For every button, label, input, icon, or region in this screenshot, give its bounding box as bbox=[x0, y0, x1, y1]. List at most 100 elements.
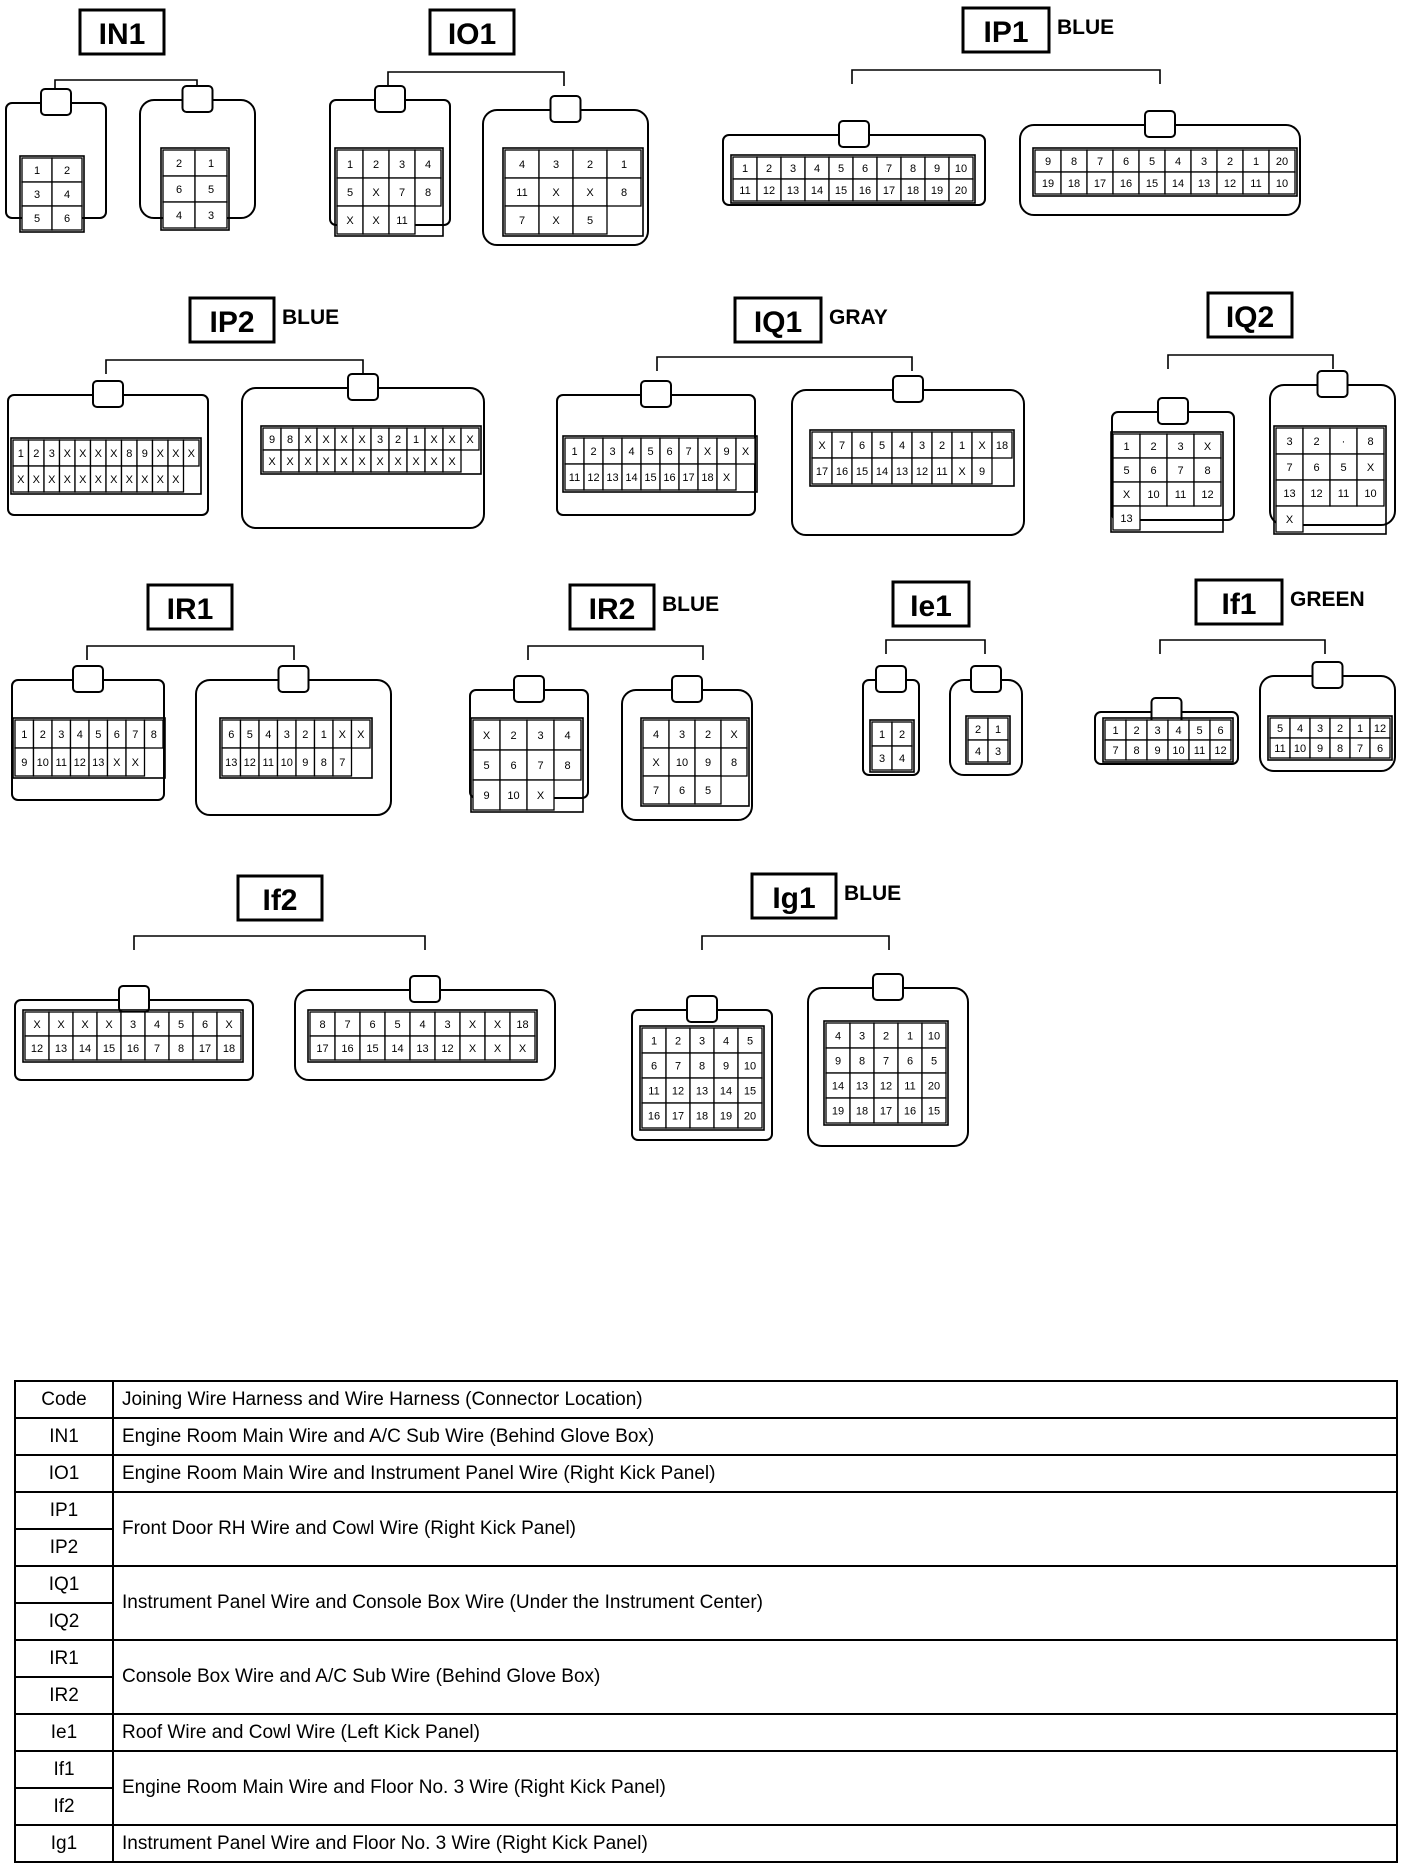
row-code: IP1 bbox=[14, 1491, 114, 1530]
terminal-number: 13 bbox=[606, 472, 618, 484]
terminal-number: 18 bbox=[223, 1043, 235, 1055]
terminal-cell bbox=[192, 1035, 218, 1061]
terminal-number: 7 bbox=[154, 1043, 160, 1055]
terminal-number: X bbox=[494, 1019, 502, 1031]
terminal-cell bbox=[216, 1035, 242, 1061]
terminal-number: 1 bbox=[347, 159, 353, 171]
terminal-number: 4 bbox=[1175, 156, 1181, 168]
terminal-number: 2 bbox=[176, 158, 182, 170]
row-description: Instrument Panel Wire and Floor No. 3 Wi… bbox=[112, 1824, 1398, 1863]
terminal-number: X bbox=[552, 215, 560, 227]
terminal-cell bbox=[388, 205, 416, 235]
row-description: Engine Room Main Wire and A/C Sub Wire (… bbox=[112, 1417, 1398, 1456]
terminal-number: 5 bbox=[747, 1036, 753, 1048]
terminal-number: 19 bbox=[931, 185, 943, 197]
terminal-number: 2 bbox=[33, 448, 39, 460]
terminal-number: 20 bbox=[1276, 156, 1288, 168]
terminal-number: 8 bbox=[564, 760, 570, 772]
terminal-number: 5 bbox=[95, 729, 101, 741]
terminal-number: 16 bbox=[859, 185, 871, 197]
terminal-number: X bbox=[357, 729, 365, 741]
terminal-number: X bbox=[818, 440, 826, 452]
terminal-number: 5 bbox=[1340, 462, 1346, 474]
terminal-cell bbox=[694, 775, 722, 805]
connector-code-label: IN1 bbox=[99, 18, 146, 51]
terminal-number: X bbox=[412, 456, 420, 468]
terminal-number: 3 bbox=[1154, 725, 1160, 737]
terminal-cell bbox=[472, 779, 501, 811]
terminal-number: 8 bbox=[699, 1061, 705, 1073]
terminal-number: 5 bbox=[1123, 465, 1129, 477]
terminal-number: 2 bbox=[590, 446, 596, 458]
terminal-cell bbox=[606, 177, 642, 207]
terminal-cell bbox=[72, 1011, 98, 1037]
terminal-number: 4 bbox=[154, 1019, 160, 1031]
connector-latch bbox=[40, 88, 72, 116]
connector-color-label: BLUE bbox=[844, 882, 901, 905]
terminal-cell bbox=[48, 1035, 74, 1061]
terminal-block-outline bbox=[19, 155, 85, 233]
terminal-number: X bbox=[48, 474, 56, 486]
terminal-number: 2 bbox=[40, 729, 46, 741]
connector-latch bbox=[277, 665, 310, 693]
terminal-number: 13 bbox=[1120, 513, 1132, 525]
terminal-cell bbox=[849, 1047, 875, 1074]
terminal-number: 7 bbox=[339, 757, 345, 769]
terminal-number: 2 bbox=[975, 724, 981, 736]
terminal-number: 12 bbox=[244, 757, 256, 769]
terminal-cell bbox=[873, 1072, 899, 1099]
terminal-number: 5 bbox=[705, 785, 711, 797]
terminal-number: 2 bbox=[675, 1036, 681, 1048]
terminal-cell bbox=[194, 149, 228, 177]
terminal-cell bbox=[167, 465, 185, 493]
terminal-number: 14 bbox=[832, 1081, 844, 1093]
terminal-number: 1 bbox=[18, 448, 24, 460]
terminal-number: 4 bbox=[77, 729, 83, 741]
terminal-number: X bbox=[469, 1019, 477, 1031]
terminal-number: 9 bbox=[21, 757, 27, 769]
row-code: IO1 bbox=[14, 1454, 114, 1493]
terminal-number: 17 bbox=[816, 466, 828, 478]
terminal-number: 6 bbox=[651, 1061, 657, 1073]
terminal-number: 17 bbox=[682, 472, 694, 484]
terminal-cell bbox=[991, 431, 1013, 459]
terminal-cell bbox=[737, 1052, 763, 1079]
terminal-number: 5 bbox=[483, 760, 489, 772]
terminal-number: 17 bbox=[880, 1106, 892, 1118]
connector-label-box bbox=[961, 6, 1051, 54]
connector-legend-table: Code Joining Wire Harness and Wire Harne… bbox=[14, 1380, 1398, 1863]
terminal-number: 1 bbox=[34, 165, 40, 177]
terminal-number: 5 bbox=[178, 1019, 184, 1031]
terminal-cell bbox=[825, 1047, 851, 1074]
terminal-number: 11 bbox=[1274, 743, 1285, 755]
terminal-number: 2 bbox=[883, 1031, 889, 1043]
terminal-number: 1 bbox=[21, 729, 27, 741]
terminal-number: X bbox=[519, 1043, 527, 1055]
terminal-number: X bbox=[1123, 489, 1131, 501]
terminal-cell bbox=[606, 149, 642, 179]
terminal-cell bbox=[642, 747, 670, 777]
row-code: IP2 bbox=[14, 1528, 114, 1567]
terminal-cell bbox=[414, 177, 442, 207]
terminal-number: 18 bbox=[856, 1106, 868, 1118]
terminal-number: 7 bbox=[132, 729, 138, 741]
terminal-number: 2 bbox=[64, 165, 70, 177]
terminal-number: 3 bbox=[790, 163, 796, 175]
terminal-cell bbox=[1275, 505, 1304, 533]
row-code: If2 bbox=[14, 1787, 114, 1826]
row-description: Front Door RH Wire and Cowl Wire (Right … bbox=[112, 1491, 1398, 1567]
terminal-number: 9 bbox=[1317, 743, 1323, 755]
terminal-number: 13 bbox=[416, 1043, 428, 1055]
row-description: Engine Room Main Wire and Floor No. 3 Wi… bbox=[112, 1750, 1398, 1826]
terminal-cell bbox=[1193, 481, 1222, 507]
terminal-number: 12 bbox=[672, 1086, 684, 1098]
terminal-number: 8 bbox=[321, 757, 327, 769]
terminal-block-outline bbox=[1267, 715, 1393, 761]
terminal-block-outline bbox=[22, 1009, 244, 1063]
